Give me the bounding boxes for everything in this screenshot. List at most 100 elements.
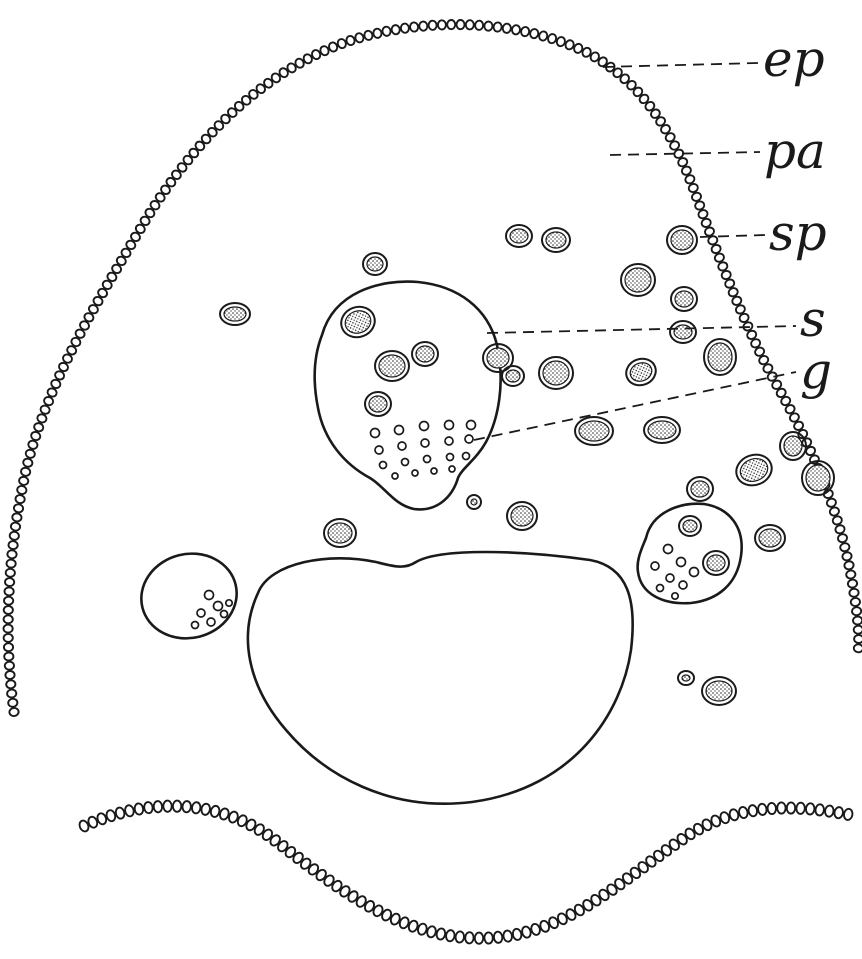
dot bbox=[657, 585, 664, 592]
lower-epithelium-cell bbox=[748, 805, 758, 817]
lower-epithelium-cell bbox=[758, 803, 768, 815]
lower-epithelium-cell bbox=[796, 802, 805, 814]
epithelium-cell bbox=[15, 494, 25, 504]
dot bbox=[445, 421, 454, 430]
cell-nucleus bbox=[224, 307, 246, 321]
dot bbox=[214, 602, 223, 611]
epithelium-cell bbox=[842, 551, 853, 561]
epithelium-cell bbox=[10, 522, 20, 531]
epithelium-cell bbox=[372, 28, 382, 39]
lower-epithelium-cell bbox=[521, 926, 532, 939]
dot bbox=[463, 453, 470, 460]
epithelium-cell bbox=[354, 32, 364, 43]
dot bbox=[449, 466, 455, 472]
dot bbox=[445, 437, 453, 445]
epithelium-cell bbox=[493, 22, 502, 32]
epithelium-cell bbox=[839, 542, 850, 552]
lower-epithelium-cell bbox=[475, 933, 484, 944]
lower-epithelium-cell bbox=[115, 807, 126, 820]
cell-nucleus bbox=[506, 370, 520, 382]
lower-epithelium-cell bbox=[455, 931, 465, 943]
cell-nucleus bbox=[784, 436, 802, 456]
label-sp: sp bbox=[769, 204, 827, 262]
epithelium-cell bbox=[834, 524, 845, 534]
cell-nucleus bbox=[379, 355, 405, 377]
right-vesicle bbox=[638, 504, 742, 603]
cell-nucleus bbox=[625, 268, 651, 292]
epithelium-cell bbox=[475, 20, 484, 30]
epithelium-cell bbox=[847, 579, 857, 588]
lower-epithelium-cell bbox=[767, 803, 776, 815]
epithelium-cell bbox=[466, 20, 474, 30]
epithelium-cell bbox=[5, 568, 15, 577]
dot bbox=[221, 611, 228, 618]
cell-nucleus bbox=[648, 421, 676, 439]
epithelium-cell bbox=[511, 25, 520, 35]
epithelium-cell bbox=[3, 625, 12, 633]
lower-epithelium-cell bbox=[210, 805, 221, 818]
epithelium-cell bbox=[20, 467, 31, 477]
cell-nucleus bbox=[675, 291, 693, 307]
epithelium-cell bbox=[7, 550, 17, 559]
cell-nucleus bbox=[543, 361, 569, 385]
epithelium-cell bbox=[25, 449, 36, 459]
leader-line-pa bbox=[610, 152, 760, 155]
dot bbox=[398, 442, 406, 450]
cell-nucleus bbox=[671, 230, 693, 250]
epithelium-cell bbox=[4, 606, 13, 614]
lower-epithelium-cell bbox=[728, 808, 739, 821]
epithelium-cell bbox=[22, 458, 33, 468]
label-pa: pa bbox=[764, 122, 826, 180]
epithelium-cell bbox=[829, 506, 840, 517]
epithelium-cell bbox=[4, 615, 13, 623]
epithelium-cell bbox=[18, 476, 29, 486]
epithelium-cell bbox=[6, 559, 16, 568]
epithelium-cell bbox=[4, 652, 14, 660]
epithelium-cell bbox=[382, 26, 392, 37]
cell-nucleus bbox=[691, 481, 709, 497]
dot bbox=[447, 454, 454, 461]
dot bbox=[677, 558, 686, 567]
cell-nucleus bbox=[487, 348, 509, 368]
lower-epithelium-cell bbox=[191, 802, 201, 814]
dot bbox=[205, 591, 214, 600]
cell-nucleus bbox=[682, 675, 690, 681]
cell-nucleus bbox=[674, 325, 692, 339]
epithelium-cell bbox=[400, 23, 409, 33]
cell-nucleus bbox=[806, 465, 830, 491]
epithelium-cell bbox=[27, 440, 38, 450]
epithelium-cell bbox=[837, 533, 848, 543]
epithelium-cell bbox=[17, 485, 28, 495]
epithelium-cell bbox=[13, 504, 23, 513]
epithelium-cell bbox=[538, 31, 548, 42]
dot bbox=[424, 456, 431, 463]
lower-epithelium-cell bbox=[153, 801, 162, 813]
dot bbox=[192, 622, 199, 629]
lower-epithelium-cell bbox=[426, 925, 437, 938]
lower-epithelium-cell bbox=[445, 930, 455, 942]
lower-epithelium-cell bbox=[144, 802, 154, 814]
epithelium-cell bbox=[853, 644, 862, 653]
cell-nucleus bbox=[367, 257, 383, 271]
dot bbox=[664, 545, 673, 554]
dot bbox=[395, 426, 404, 435]
label-g: g bbox=[800, 342, 832, 400]
lower-epithelium-cell bbox=[182, 801, 191, 813]
dot bbox=[412, 470, 418, 476]
dot bbox=[651, 562, 659, 570]
lower-epithelium-cell bbox=[834, 806, 844, 818]
epithelium-cell bbox=[438, 20, 446, 29]
epithelium-cell bbox=[853, 616, 862, 625]
lower-epithelium-cell bbox=[777, 802, 786, 813]
dot bbox=[666, 574, 674, 582]
epithelium-cell bbox=[7, 689, 17, 698]
cell-nucleus bbox=[471, 499, 477, 505]
cell-nucleus bbox=[328, 523, 352, 543]
epithelium-cell bbox=[30, 431, 41, 441]
dot bbox=[226, 600, 232, 606]
lower-epithelium-cell bbox=[503, 930, 513, 942]
epithelium-cell bbox=[852, 607, 862, 616]
cell-nucleus bbox=[706, 681, 732, 701]
cell-nucleus bbox=[707, 555, 725, 571]
dot bbox=[392, 473, 398, 479]
